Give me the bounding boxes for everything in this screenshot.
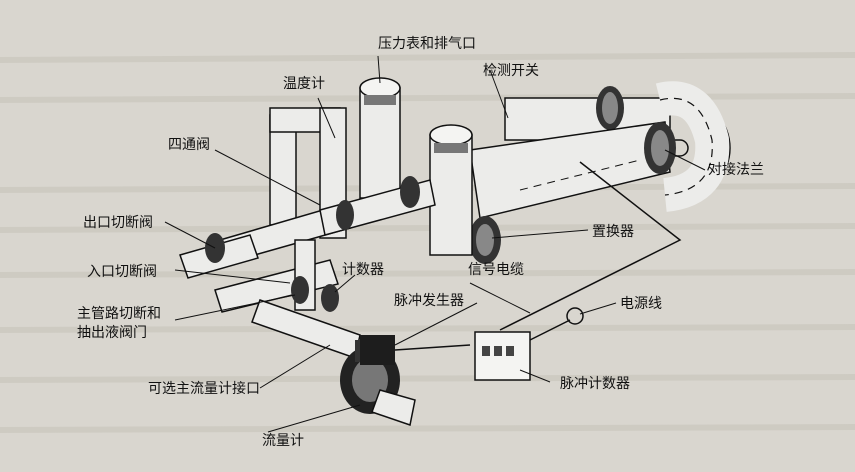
label-power-cord: 电源线 [620,296,662,312]
label-main-line-shutoff-drain-1: 主管路切断和 [77,306,161,322]
label-detection-switch: 检测开关 [483,63,539,79]
label-signal-cable: 信号电缆 [468,262,524,278]
flanges [205,176,420,312]
upper-barrel [504,81,731,212]
label-docking-flange: 对接法兰 [708,162,764,178]
label-pressure-gauge-vent: 压力表和排气口 [378,36,476,52]
signal-cable-line [499,161,682,331]
pipe-network [179,107,436,359]
label-pulse-counter: 脉冲计数器 [560,376,630,392]
label-inlet-shutoff-valve: 入口切断阀 [87,264,157,280]
label-displacer: 置换器 [592,224,634,240]
cables [394,161,682,351]
label-optional-flowmeter-interface: 可选主流量计接口 [148,381,260,397]
pulse-counter-box [474,331,531,381]
label-counter: 计数器 [342,262,384,278]
label-flowmeter: 流量计 [262,433,304,449]
label-four-way-valve: 四通阀 [168,137,210,153]
pulse-generator-box [360,335,395,365]
label-outlet-shutoff-valve: 出口切断阀 [83,215,153,231]
lower-barrel [469,121,676,264]
label-main-line-shutoff-drain-2: 抽出液阀门 [77,325,147,341]
vent-tank-right [429,124,473,256]
label-thermometer: 温度计 [283,76,325,92]
vent-tank-left [359,77,401,199]
label-pulse-generator: 脉冲发生器 [394,293,464,309]
leader-lines [164,55,706,433]
